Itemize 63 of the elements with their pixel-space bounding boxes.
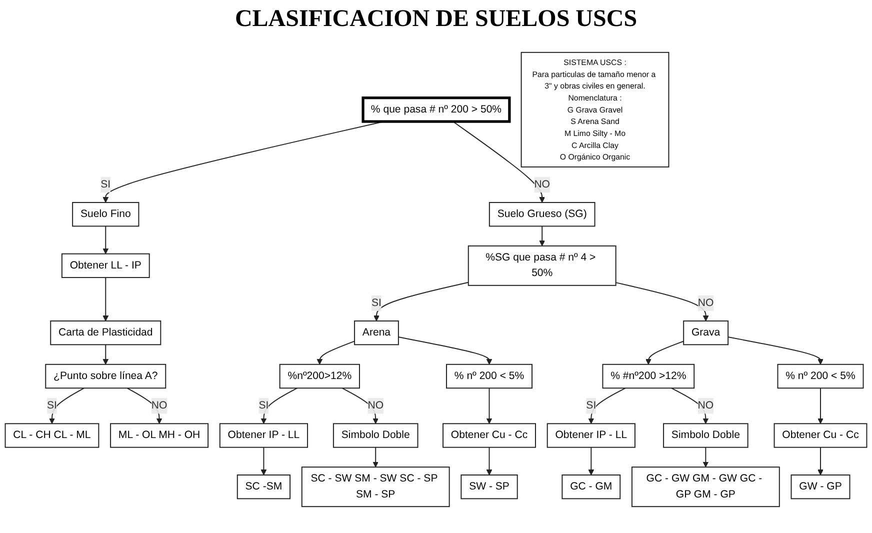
diagram-title: CLASIFICACION DE SUELOS USCS — [234, 6, 638, 33]
edge-label: SI — [372, 297, 382, 308]
node-box: % nº 200 < 5% — [446, 364, 533, 389]
arrow — [818, 446, 824, 476]
node-box: Simbolo Doble — [663, 423, 748, 448]
arrow — [102, 226, 109, 254]
edge-label: NO — [698, 297, 714, 308]
node-box: % que pasa # nº 200 > 50% — [362, 96, 511, 123]
node-box: SW - SP — [460, 474, 518, 500]
node-box: Arena — [354, 320, 399, 346]
node-box: Grava — [683, 320, 729, 346]
arrow — [818, 388, 824, 424]
node-box: GW - GP — [790, 474, 850, 500]
arrow — [702, 446, 709, 468]
edge-label: SI — [586, 400, 596, 412]
arrow — [260, 388, 298, 424]
edge-label: NO — [151, 400, 168, 412]
arrow — [539, 226, 545, 246]
arrow — [102, 344, 109, 365]
node-box: ML - OL MH - OH — [110, 423, 209, 448]
node-box: Suelo Grueso (SG) — [488, 202, 596, 227]
arrow — [588, 446, 594, 476]
node-box: %SG que pasa # nº 4 > 50% — [468, 245, 616, 286]
arrow — [372, 446, 378, 468]
edge-label: SI — [258, 400, 269, 412]
arrow — [452, 121, 545, 203]
node-box: %nº200>12% — [279, 364, 360, 389]
node-box: SC - SW SM - SW SC - SP SM - SP — [301, 466, 450, 508]
node-box: GC - GW GM - GW GC - GP GM - GP — [631, 466, 780, 508]
arrow — [316, 340, 356, 365]
node-box: Suelo Fino — [72, 202, 140, 227]
node-box: Carta de Plasticidad — [50, 320, 162, 346]
node-box: Obtener IP - LL — [546, 423, 636, 448]
edge-label: SI — [47, 400, 57, 412]
node-box: Simbolo Doble — [332, 423, 418, 448]
node-box: SC -SM — [236, 474, 291, 500]
arrow — [486, 446, 492, 476]
node-box: Obtener LL - IP — [61, 253, 150, 278]
edge-label: NO — [698, 400, 714, 412]
node-box: % #nº200 >12% — [602, 364, 695, 389]
node-box: ¿Punto sobre línea A? — [45, 364, 166, 389]
node-box: GC - GM — [562, 474, 621, 500]
edge-label: SI — [100, 178, 111, 190]
node-box: % nº 200 < 5% — [777, 364, 864, 389]
arrow — [486, 388, 492, 424]
arrow — [588, 388, 626, 424]
node-box: Obtener Cu - Cc — [774, 423, 868, 448]
arrow — [49, 388, 85, 424]
node-box: Obtener IP - LL — [219, 423, 308, 448]
edge-label: NO — [368, 400, 384, 412]
arrow — [728, 336, 824, 365]
arrow — [126, 388, 162, 424]
arrow — [398, 336, 492, 365]
arrow — [102, 277, 109, 322]
arrow — [374, 282, 469, 322]
arrow — [260, 446, 267, 476]
arrow — [670, 388, 709, 424]
node-box: CL - CH CL - ML — [4, 423, 100, 448]
arrow — [646, 340, 684, 365]
arrow — [615, 282, 709, 322]
node-box: Obtener Cu - Cc — [442, 423, 536, 448]
arrow — [342, 388, 378, 424]
edge-label: NO — [534, 178, 550, 190]
